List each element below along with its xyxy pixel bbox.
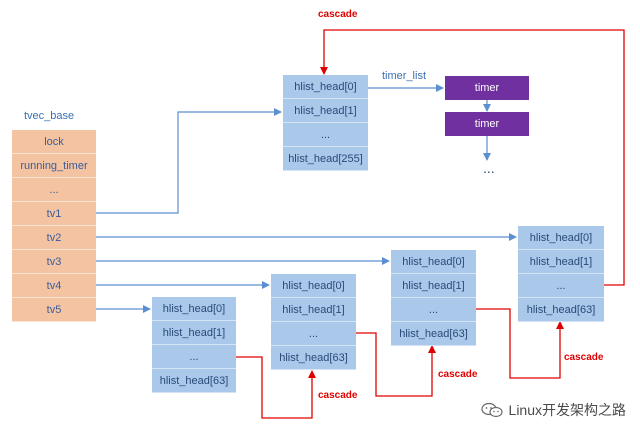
tv2-hlist-ellipsis: ... xyxy=(518,274,604,298)
tv1-pointer-arrow xyxy=(96,108,282,214)
cascade-label-tv4: cascade xyxy=(438,369,478,380)
tvec-base-running-timer: running_timer xyxy=(12,154,96,178)
cascade-arrow-tv4 xyxy=(356,332,436,397)
tv3-hlist-head-0: hlist_head[0] xyxy=(391,250,476,274)
timer-list-label: timer_list xyxy=(382,70,427,82)
cascade-arrow-tv3 xyxy=(476,308,564,379)
tv4-hlist-head-1: hlist_head[1] xyxy=(271,298,356,322)
tv1-hlist-head-1: hlist_head[1] xyxy=(283,99,368,123)
tvec-base-lock: lock xyxy=(12,130,96,154)
tv5-hlist-head-0: hlist_head[0] xyxy=(152,297,236,321)
timer-more-ellipsis: ... xyxy=(483,160,495,176)
tvec-base-tv1: tv1 xyxy=(12,202,96,226)
tv4-hlist-head-0: hlist_head[0] xyxy=(271,274,356,298)
tv4-hlist-head-63: hlist_head[63] xyxy=(271,346,356,370)
tv3-hlist-head-1: hlist_head[1] xyxy=(391,274,476,298)
cascade-label-tv5: cascade xyxy=(318,390,358,401)
tv2-hlist-head-0: hlist_head[0] xyxy=(518,226,604,250)
tv2-hlist-head-63: hlist_head[63] xyxy=(518,298,604,322)
cascade-label-tv3: cascade xyxy=(564,352,604,363)
watermark-text: Linux开发架构之路 xyxy=(508,402,626,418)
tv1-hlist-head-0: hlist_head[0] xyxy=(283,75,368,99)
tvec-base-tv2: tv2 xyxy=(12,226,96,250)
tv3-hlist-ellipsis: ... xyxy=(391,298,476,322)
tvec-base-ellipsis: ... xyxy=(12,178,96,202)
cascade-arrow-tv5 xyxy=(236,356,316,419)
tv4-hlist-ellipsis: ... xyxy=(271,322,356,346)
tv1-hlist-ellipsis: ... xyxy=(283,123,368,147)
tvec-base-tv5: tv5 xyxy=(12,298,96,322)
cascade-arrow-tv2 xyxy=(320,29,625,286)
tvec-base-tv4: tv4 xyxy=(12,274,96,298)
tv5-hlist-ellipsis: ... xyxy=(152,345,236,369)
cascade-label-tv2: cascade xyxy=(318,9,358,20)
tv5-hlist-head-1: hlist_head[1] xyxy=(152,321,236,345)
tvec-base-tv3: tv3 xyxy=(12,250,96,274)
tv5-hlist-head-63: hlist_head[63] xyxy=(152,369,236,393)
tv2-hlist-head-1: hlist_head[1] xyxy=(518,250,604,274)
timer-node-1: timer xyxy=(445,76,529,100)
timer-node-2: timer xyxy=(445,112,529,136)
watermark: Linux开发架构之路 xyxy=(480,400,626,420)
tvec-base-title: tvec_base xyxy=(24,110,75,122)
wechat-icon xyxy=(480,402,503,418)
tv1-hlist-head-255: hlist_head[255] xyxy=(283,147,368,171)
tv3-hlist-head-63: hlist_head[63] xyxy=(391,322,476,346)
